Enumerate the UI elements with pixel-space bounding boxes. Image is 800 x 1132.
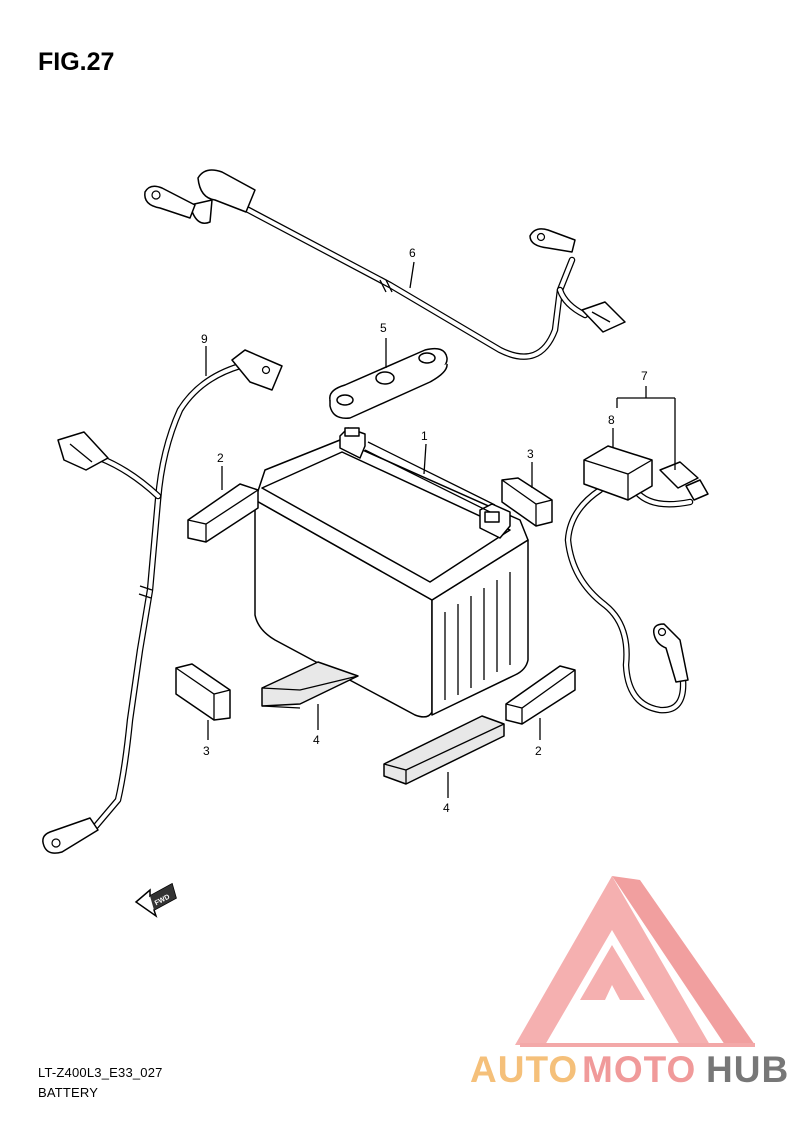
fwd-arrow-icon: FWD [134, 882, 177, 918]
callout-4b: 4 [443, 801, 450, 815]
part-1-battery[interactable] [254, 427, 529, 718]
callout-3b: 3 [203, 744, 210, 758]
watermark-wordmark: AUTO MOTO HUB [470, 1049, 789, 1090]
leader-6 [409, 261, 415, 289]
callout-1: 1 [421, 429, 428, 443]
part-9-cable[interactable] [42, 349, 283, 854]
part-4-sheet-right[interactable] [383, 715, 505, 785]
callout-8: 8 [608, 413, 615, 427]
part-3-pad-lower[interactable] [175, 663, 231, 721]
watermark-part-auto: AUTO [470, 1049, 578, 1090]
part-5-holder-plate[interactable] [329, 347, 448, 419]
watermark-part-moto: MOTO [582, 1049, 696, 1090]
callout-6: 6 [409, 246, 416, 260]
callout-5: 5 [380, 321, 387, 335]
part-6-cable[interactable] [144, 169, 626, 360]
part-3-pad-upper[interactable] [501, 477, 553, 527]
callout-4a: 4 [313, 733, 320, 747]
callout-3a: 3 [527, 447, 534, 461]
leader-1 [423, 443, 427, 475]
watermark-logo [515, 876, 755, 1047]
callout-7: 7 [641, 369, 648, 383]
part-2-pad-lower[interactable] [505, 665, 576, 725]
part-4-sheet-left[interactable] [261, 661, 359, 709]
callout-9: 9 [201, 332, 208, 346]
part-8-fuse-holder[interactable] [583, 445, 653, 501]
figure-name: BATTERY [38, 1085, 99, 1100]
part-7-cable[interactable] [564, 461, 709, 714]
figure-code: LT-Z400L3_E33_027 [38, 1065, 163, 1080]
part-2-pad-upper[interactable] [187, 483, 259, 543]
watermark-part-hub: HUB [706, 1049, 789, 1090]
callout-2b: 2 [535, 744, 542, 758]
callout-2a: 2 [217, 451, 224, 465]
figure-title: FIG.27 [38, 48, 115, 76]
